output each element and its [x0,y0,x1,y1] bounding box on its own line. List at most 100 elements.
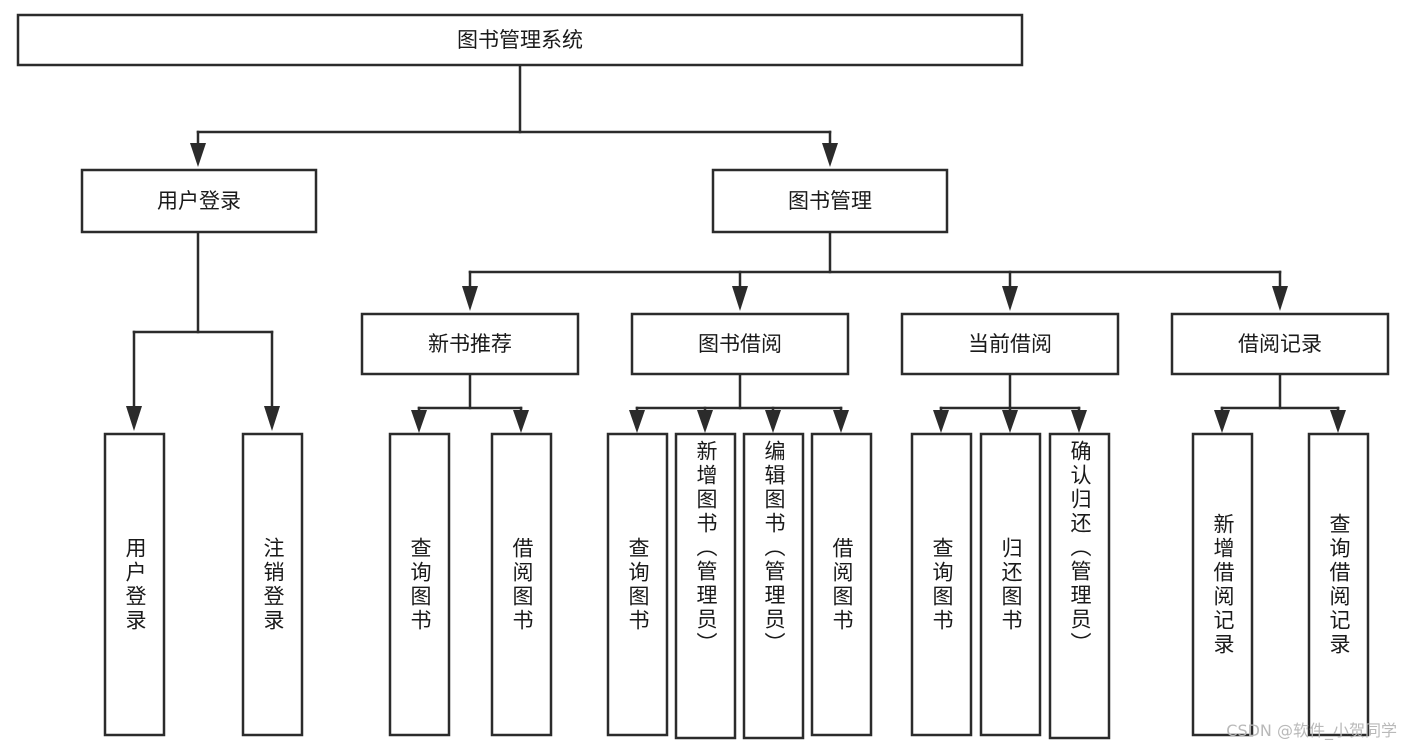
arrowhead-leaf-edit-book [765,410,781,433]
edge-group-user-login-to-leaves [126,231,280,431]
arrowhead-leaf-return-book [1002,410,1018,433]
node-leaf-add-record-box[interactable] [1191,432,1254,737]
node-current-borrow-label: 当前借阅 [968,332,1052,356]
edge-group-current-borrow-to-leaves [933,372,1087,433]
node-leaf-edit-book-label: 编辑图书（管理员） [762,440,786,656]
node-borrow-record-box[interactable] [1170,312,1390,376]
node-root-label: 图书管理系统 [457,28,583,52]
node-leaf-add-book-label-wrap: 新增图书（管理员） [694,440,718,656]
node-leaf-add-record-label: 新增借阅记录 [1211,512,1235,657]
node-leaf-query-book-3-box[interactable] [910,432,973,737]
node-user-login[interactable]: 用户登录 [80,168,318,234]
node-user-login-box[interactable] [80,168,318,234]
node-leaf-query-record-box[interactable] [1307,432,1370,737]
node-leaf-confirm-return[interactable]: 确认归还（管理员） [1048,432,1111,740]
node-leaf-edit-book-box[interactable] [742,432,805,740]
node-leaf-borrow-book-2-label: 借阅图书 [830,536,854,633]
arrowhead-leaf-borrow-book-1 [513,410,529,433]
arrowhead-leaf-query-record [1330,410,1346,433]
node-leaf-query-record[interactable]: 查询借阅记录 [1307,432,1370,737]
node-leaf-add-record[interactable]: 新增借阅记录 [1191,432,1254,737]
node-leaf-query-record-label-wrap: 查询借阅记录 [1327,512,1351,657]
node-leaf-return-book-box[interactable] [979,432,1042,737]
arrowhead-book-manage [822,143,838,167]
node-leaf-borrow-book-2[interactable]: 借阅图书 [810,432,873,737]
node-book-manage-label: 图书管理 [788,189,872,213]
arrowhead-user-login [190,143,206,167]
edge-group-root-to-level2 [190,64,838,167]
node-leaf-confirm-return-box[interactable] [1048,432,1111,740]
node-book-borrow-box[interactable] [630,312,850,376]
node-new-book-recommend[interactable]: 新书推荐 [360,312,580,376]
node-book-borrow-label: 图书借阅 [698,332,782,356]
node-leaf-user-login-label: 用户登录 [123,536,147,633]
arrowhead-leaf-query-book-1 [411,410,427,433]
arrowhead-book-borrow [732,286,748,311]
node-leaf-borrow-book-2-box[interactable] [810,432,873,737]
arrowhead-leaf-confirm-return [1071,410,1087,433]
edge-group-book-manage-to-level3 [462,231,1288,311]
edge-group-new-book-recommend-to-leaves [411,372,529,433]
node-leaf-return-book-label-wrap: 归还图书 [999,536,1023,633]
node-leaf-query-book-1-label-wrap: 查询图书 [408,536,432,633]
node-leaf-query-book-2-label: 查询图书 [626,536,650,633]
node-leaf-borrow-book-1-box[interactable] [490,432,553,737]
node-leaf-query-record-label: 查询借阅记录 [1327,512,1351,657]
node-leaf-query-book-2[interactable]: 查询图书 [606,432,669,737]
arrowhead-leaf-user-logout [264,406,280,431]
node-leaf-query-book-1-label: 查询图书 [408,536,432,633]
arrowhead-leaf-add-record [1214,410,1230,433]
node-leaf-add-book-box[interactable] [674,432,737,740]
csdn-watermark: CSDN @软件_小贺同学 [1226,721,1397,740]
node-current-borrow-box[interactable] [900,312,1120,376]
node-leaf-add-record-label-wrap: 新增借阅记录 [1211,512,1235,657]
node-leaf-edit-book-label-wrap: 编辑图书（管理员） [762,440,786,656]
arrowhead-leaf-add-book [697,410,713,433]
node-leaf-user-login-box[interactable] [103,432,166,737]
node-root[interactable]: 图书管理系统 [16,13,1024,67]
node-new-book-recommend-label: 新书推荐 [428,332,512,356]
node-borrow-record-label: 借阅记录 [1238,332,1322,356]
node-leaf-edit-book[interactable]: 编辑图书（管理员） [742,432,805,740]
node-user-login-label: 用户登录 [157,189,241,213]
arrowhead-new-book-recommend [462,286,478,311]
arrowhead-leaf-borrow-book-2 [833,410,849,433]
node-leaf-borrow-book-1[interactable]: 借阅图书 [490,432,553,737]
node-leaf-user-logout[interactable]: 注销登录 [241,432,304,737]
node-leaf-query-book-1-box[interactable] [388,432,451,737]
arrowhead-leaf-query-book-3 [933,410,949,433]
node-leaf-query-book-2-box[interactable] [606,432,669,737]
node-borrow-record[interactable]: 借阅记录 [1170,312,1390,376]
node-leaf-user-login[interactable]: 用户登录 [103,432,166,737]
edge-group-book-borrow-to-leaves [629,372,849,433]
node-leaf-query-book-3-label: 查询图书 [930,536,954,633]
node-leaf-query-book-3[interactable]: 查询图书 [910,432,973,737]
node-leaf-return-book-label: 归还图书 [999,536,1023,633]
node-leaf-add-book-label: 新增图书（管理员） [694,440,718,656]
node-leaf-user-logout-box[interactable] [241,432,304,737]
node-root-box[interactable] [16,13,1024,67]
node-leaf-user-logout-label: 注销登录 [261,536,285,633]
node-leaf-user-login-label-wrap: 用户登录 [123,536,147,633]
node-leaf-add-book[interactable]: 新增图书（管理员） [674,432,737,740]
node-leaf-borrow-book-1-label: 借阅图书 [510,536,534,633]
node-leaf-user-logout-label-wrap: 注销登录 [261,536,285,633]
node-leaf-query-book-2-label-wrap: 查询图书 [626,536,650,633]
node-leaf-confirm-return-label-wrap: 确认归还（管理员） [1068,440,1092,656]
node-leaf-return-book[interactable]: 归还图书 [979,432,1042,737]
node-leaf-borrow-book-1-label-wrap: 借阅图书 [510,536,534,633]
node-leaf-confirm-return-label: 确认归还（管理员） [1068,440,1092,656]
node-book-borrow[interactable]: 图书借阅 [630,312,850,376]
arrowhead-leaf-user-login [126,406,142,431]
node-new-book-recommend-box[interactable] [360,312,580,376]
arrowhead-borrow-record [1272,286,1288,311]
node-current-borrow[interactable]: 当前借阅 [900,312,1120,376]
node-book-manage[interactable]: 图书管理 [711,168,949,234]
edge-group-borrow-record-to-leaves [1214,372,1346,433]
arrowhead-current-borrow [1002,286,1018,311]
node-book-manage-box[interactable] [711,168,949,234]
node-leaf-query-book-1[interactable]: 查询图书 [388,432,451,737]
node-leaf-borrow-book-2-label-wrap: 借阅图书 [830,536,854,633]
